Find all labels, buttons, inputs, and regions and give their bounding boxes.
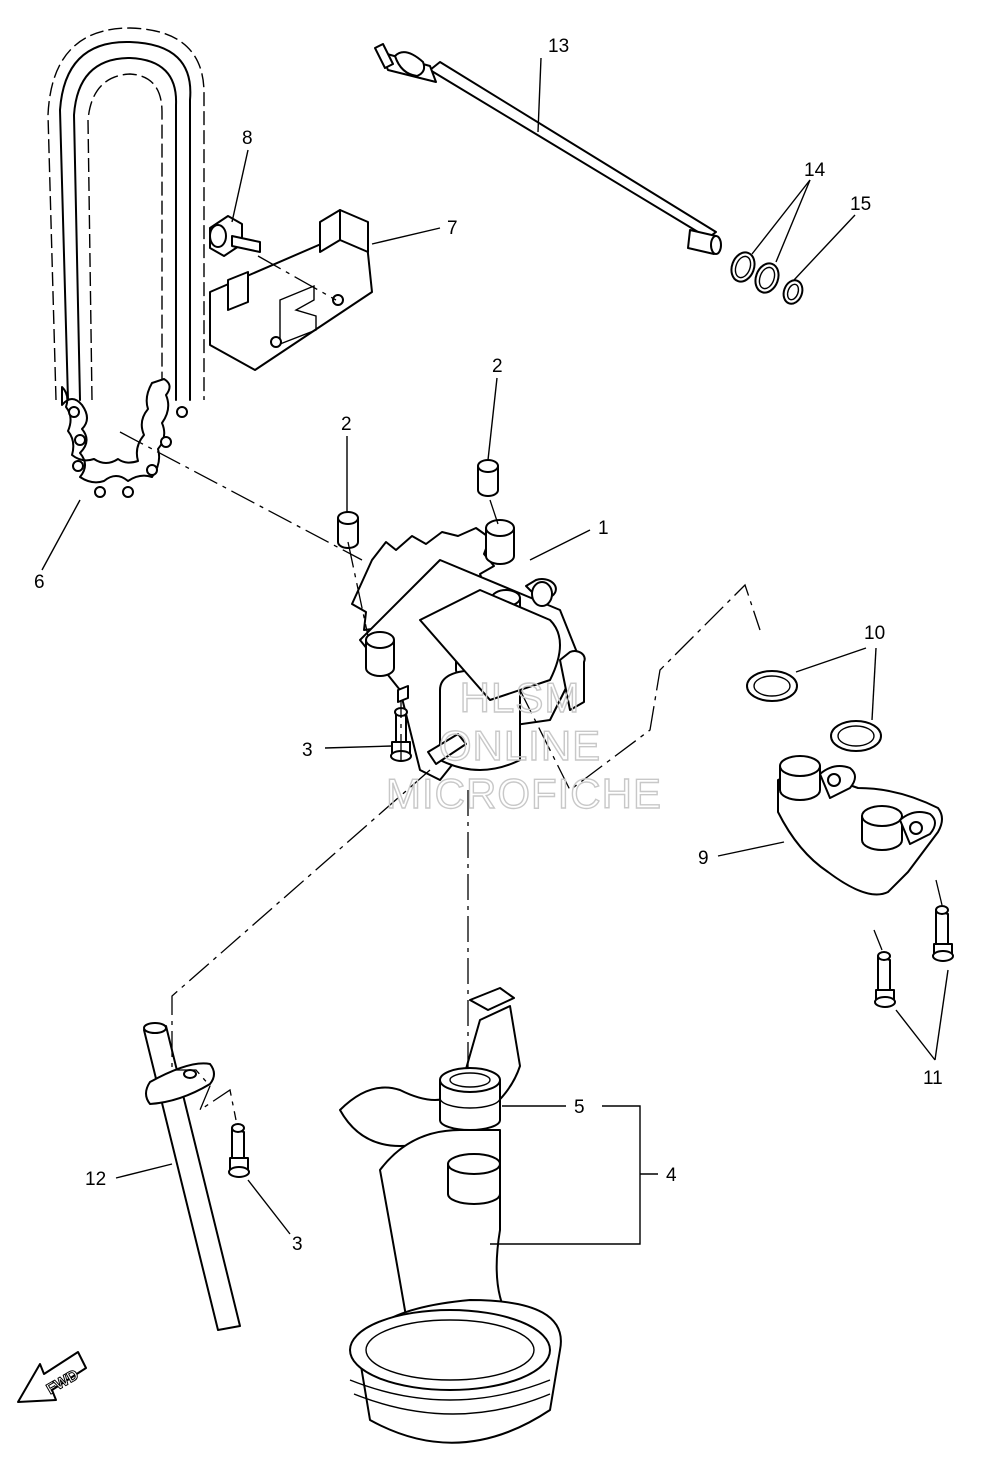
watermark-line-2: ONLINE xyxy=(439,722,601,769)
oil-pump-shaft xyxy=(374,43,722,255)
watermark-line-1: HLSM xyxy=(460,674,581,721)
strainer-collar xyxy=(447,1153,501,1205)
chain-links xyxy=(61,378,188,498)
callout-labels: 13 14 15 8 7 2 2 1 6 3 10 9 11 12 3 5 4 xyxy=(34,36,943,1255)
oil-delivery-pipe xyxy=(777,755,943,896)
callout-15: 15 xyxy=(850,194,871,215)
o-rings-14 xyxy=(730,251,780,294)
oil-tube xyxy=(143,1022,241,1331)
strainer-seal-5 xyxy=(439,1067,501,1131)
callout-2-left: 2 xyxy=(341,414,352,435)
o-ring-15 xyxy=(782,279,804,305)
callout-6: 6 xyxy=(34,572,45,593)
callout-8: 8 xyxy=(242,128,253,149)
leader-lines xyxy=(41,57,949,1245)
callout-13: 13 xyxy=(548,36,569,57)
callout-10: 10 xyxy=(864,623,885,644)
callout-1: 1 xyxy=(598,518,609,539)
watermark: HLSM ONLINE MICROFICHE xyxy=(385,673,662,817)
dowel-pin-right xyxy=(477,459,499,497)
callout-11: 11 xyxy=(923,1068,943,1089)
callout-9: 9 xyxy=(698,848,709,869)
watermark-line-3: MICROFICHE xyxy=(386,770,662,817)
callout-3-lower: 3 xyxy=(292,1234,303,1255)
callout-14: 14 xyxy=(804,160,826,181)
callout-7: 7 xyxy=(447,218,458,239)
callout-5: 5 xyxy=(574,1097,585,1118)
callout-12: 12 xyxy=(85,1169,106,1190)
callout-4: 4 xyxy=(666,1165,677,1186)
callout-2-right: 2 xyxy=(492,356,503,377)
bolt-8 xyxy=(209,215,261,257)
bolt-3-lower xyxy=(228,1123,250,1178)
chain-guide xyxy=(209,209,373,371)
bolts-11 xyxy=(874,905,954,1008)
oil-pump-assembly xyxy=(351,519,586,781)
oil-strainer xyxy=(339,987,562,1444)
o-rings-10 xyxy=(746,670,882,752)
callout-3-upper: 3 xyxy=(302,740,313,761)
assembly-lines xyxy=(119,255,943,1121)
forward-arrow-icon: FWD xyxy=(17,1351,87,1403)
dowel-pin-left xyxy=(337,511,359,549)
oil-pump-chain xyxy=(47,27,205,498)
